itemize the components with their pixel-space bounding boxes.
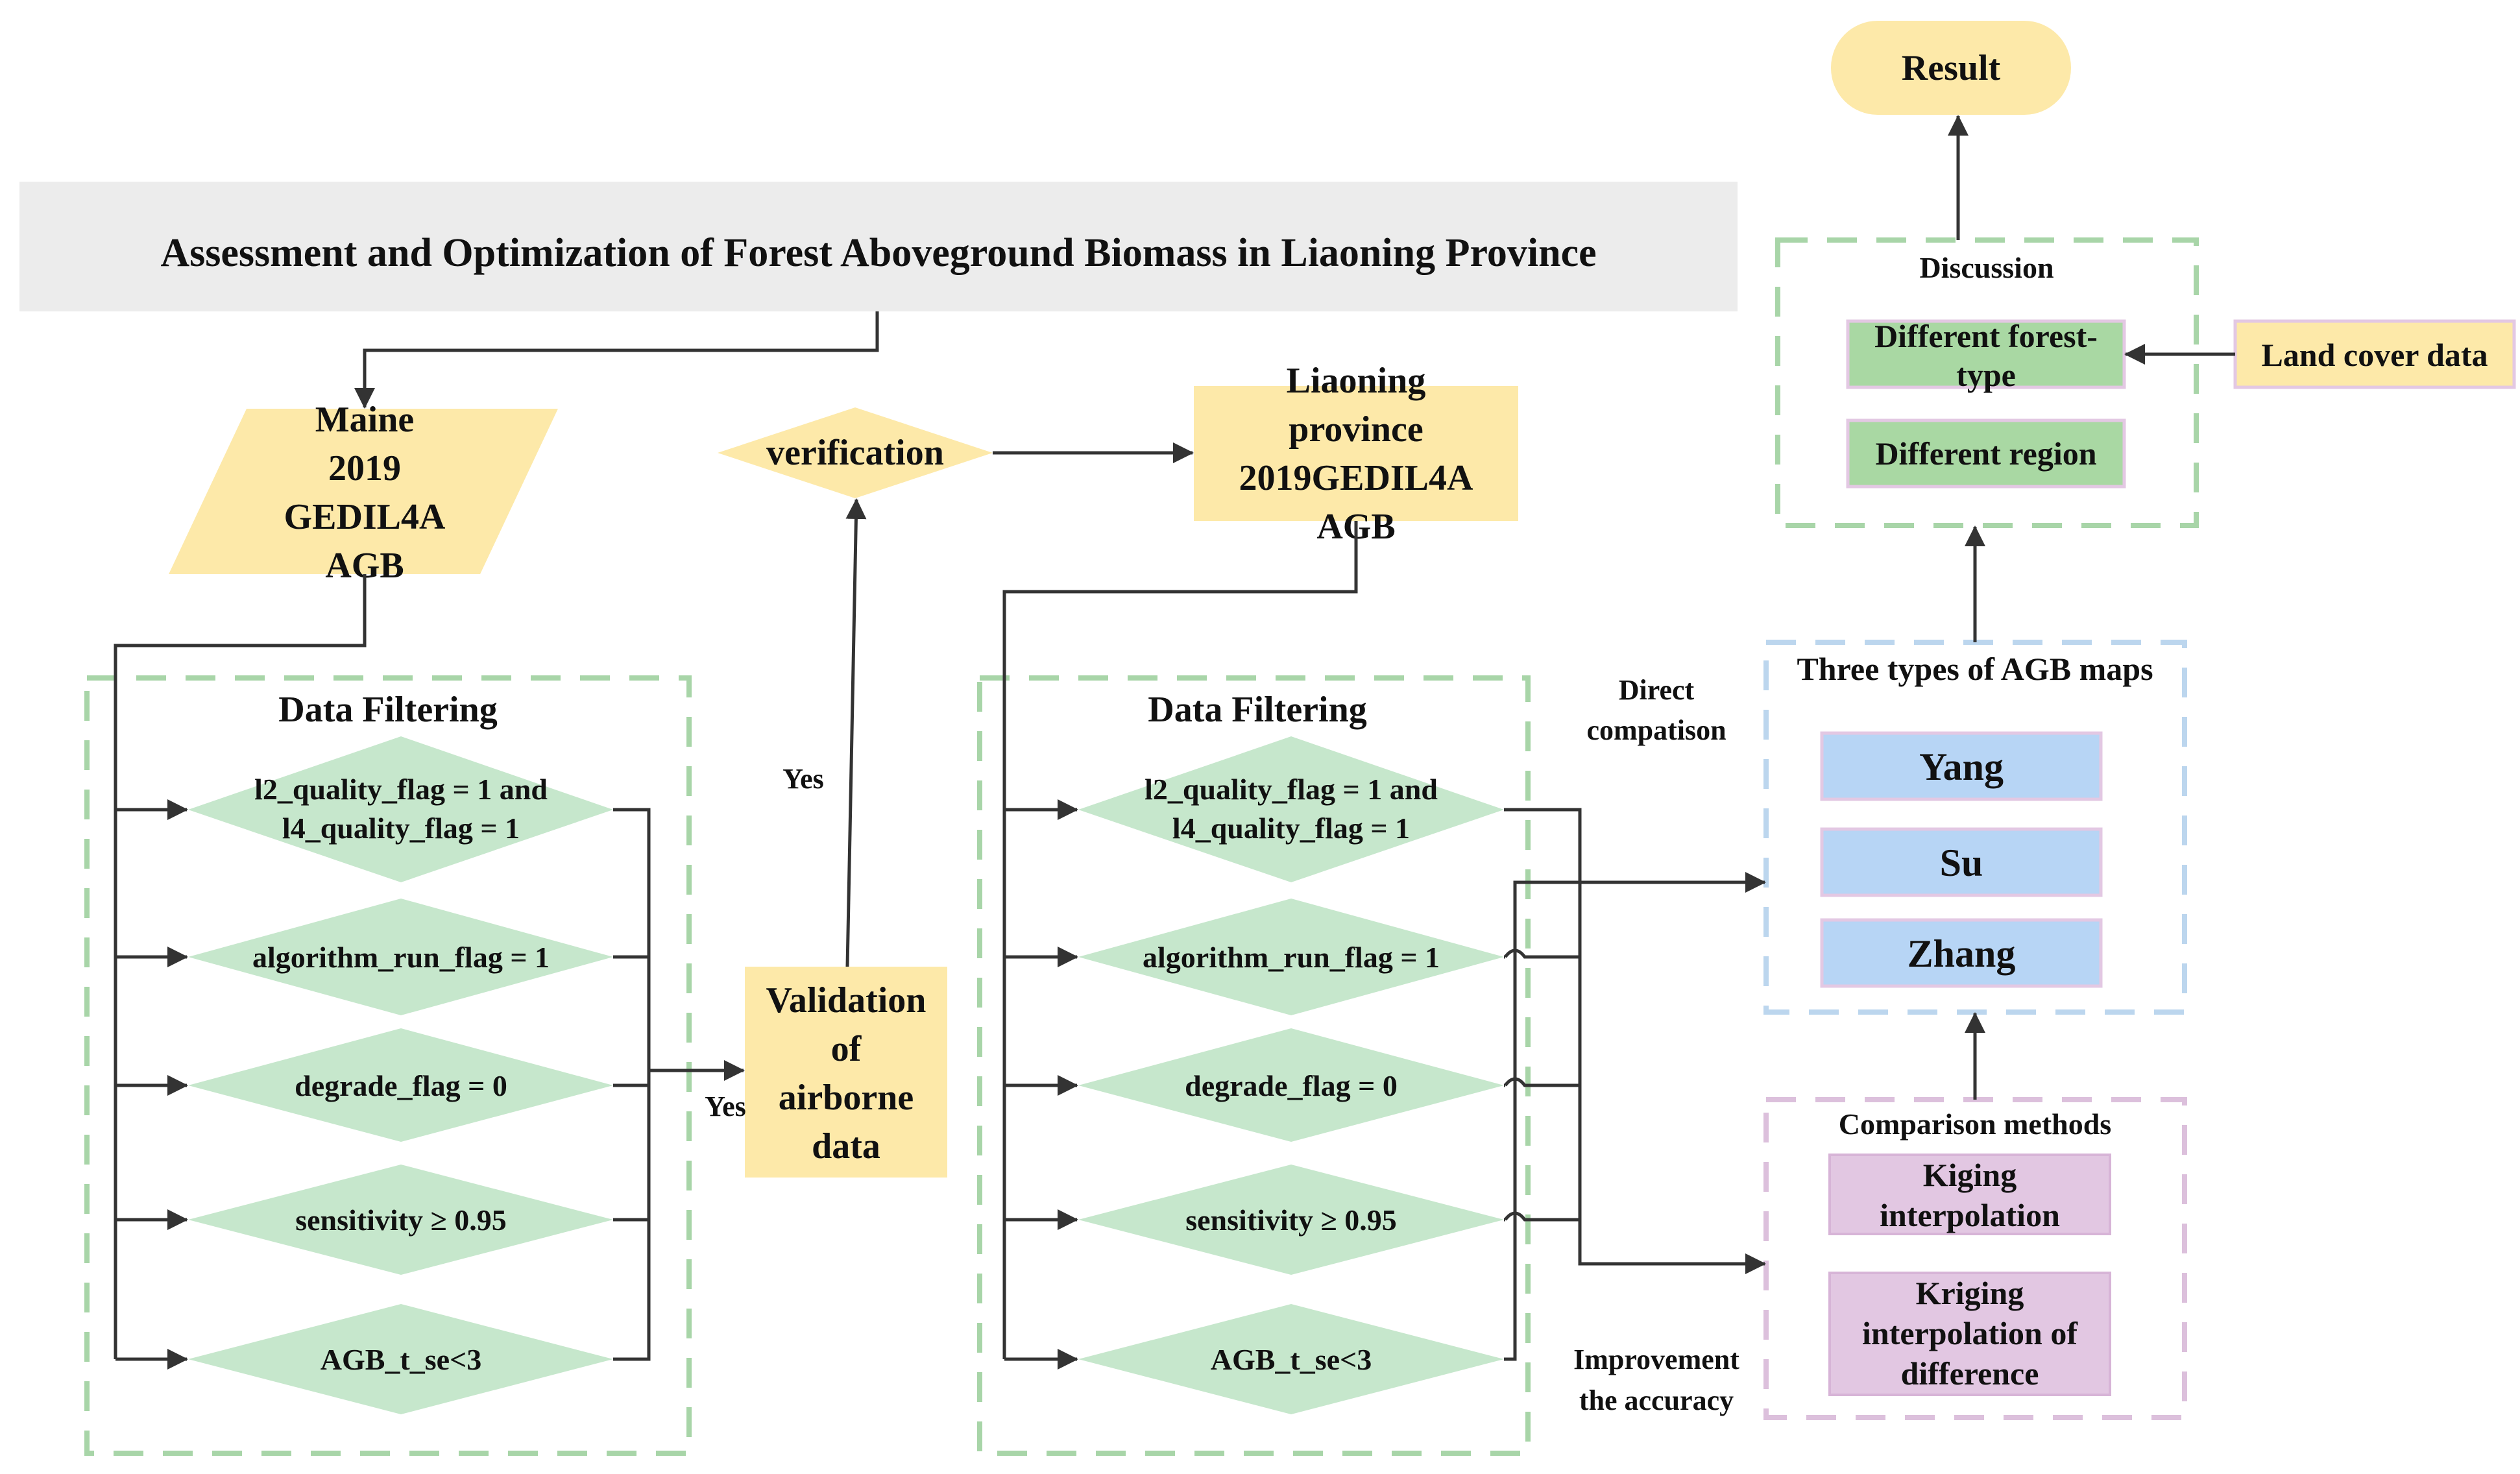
filter-right-algorithm-diamond <box>1078 899 1504 1015</box>
improvement-line-2: the accuracy <box>1579 1384 1734 1416</box>
filter-left-quality-line-2: l4_quality_flag = 1 <box>282 812 520 845</box>
direct-comparison-line-2: compatison <box>1586 714 1726 746</box>
comparison-kriging-line-2: interpolation <box>1880 1197 2060 1233</box>
validation-line-1: Validation <box>766 980 927 1021</box>
discussion-forest-type-line-1: Different forest- <box>1874 318 2098 354</box>
filter-right-degrade-label: degrade_flag = 0 <box>1185 1069 1398 1102</box>
liaoning-line-1: Liaoning <box>1287 361 1426 401</box>
filter-left-agb-diamond <box>188 1304 613 1414</box>
filter-left-degrade-label: degrade_flag = 0 <box>295 1069 507 1102</box>
comparison-kriging-difference-line-2: interpolation of <box>1862 1315 2078 1351</box>
verification-label: verification <box>766 433 944 473</box>
agb-map-zhang <box>1820 918 2103 988</box>
filter-right-degrade-diamond <box>1078 1028 1504 1142</box>
filter-right-agb-label: AGB_t_se<3 <box>1211 1343 1372 1376</box>
filter-right-sensitivity-diamond <box>1078 1165 1504 1275</box>
improvement-line-1: Improvement <box>1573 1344 1739 1375</box>
discussion-title: Discussion <box>1919 251 2054 284</box>
agb-map-yang <box>1820 731 2103 801</box>
filter-left-degrade-diamond <box>188 1028 613 1142</box>
yes-label-upper: Yes <box>782 763 824 795</box>
filter-left-title: Data Filtering <box>278 690 497 730</box>
maine-data-shape <box>169 409 558 574</box>
maine-line-2: 2019 <box>328 448 401 489</box>
land-cover-label: Land cover data <box>2261 337 2488 373</box>
connectors <box>114 115 2235 1370</box>
agb-map-su <box>1820 827 2103 897</box>
comparison-kriging <box>1828 1154 2111 1235</box>
discussion-region-label: Different region <box>1875 435 2096 472</box>
liaoning-data-box <box>1194 386 1518 521</box>
validation-box <box>745 967 947 1178</box>
filter-right-group <box>977 675 1531 1456</box>
verification-diamond <box>718 407 993 498</box>
filter-right-algorithm-label: algorithm_run_flag = 1 <box>1143 941 1440 974</box>
filter-left-agb-label: AGB_t_se<3 <box>321 1343 482 1376</box>
validation-line-2: of <box>831 1029 862 1069</box>
validation-line-4: data <box>812 1126 880 1166</box>
filter-left-sensitivity-label: sensitivity ≥ 0.95 <box>295 1203 507 1237</box>
agb-map-su-label: Su <box>1940 841 1983 884</box>
title-band <box>19 182 1738 311</box>
filter-right-quality-line-1: l2_quality_flag = 1 and <box>1145 773 1438 806</box>
comparison-title: Comparison methods <box>1839 1107 2111 1141</box>
liaoning-line-3: 2019GEDIL4A <box>1239 458 1473 498</box>
yes-label-lower: Yes <box>705 1091 746 1122</box>
filter-right-agb-diamond <box>1078 1304 1504 1414</box>
agb-map-zhang-label: Zhang <box>1908 932 2016 975</box>
comparison-kriging-difference <box>1828 1272 2111 1396</box>
filter-left-quality-diamond <box>188 736 613 882</box>
discussion-forest-type-line-2: type <box>1956 357 2016 393</box>
agb-map-yang-label: Yang <box>1919 745 2004 788</box>
land-cover-box <box>2233 319 2516 389</box>
result-box <box>1831 21 2071 115</box>
filter-right-title: Data Filtering <box>1148 690 1366 730</box>
result-label: Result <box>1902 48 2001 88</box>
agb-maps-title: Three types of AGB maps <box>1797 651 2153 687</box>
comparison-kriging-difference-line-1: Kriging <box>1916 1275 2024 1311</box>
comparison-kriging-line-1: Kiging <box>1923 1157 2017 1193</box>
filter-left-algorithm-label: algorithm_run_flag = 1 <box>252 941 550 974</box>
filter-right-quality-line-2: l4_quality_flag = 1 <box>1172 812 1410 845</box>
diagram-title: Assessment and Optimization of Forest Ab… <box>160 231 1596 275</box>
filter-left-sensitivity-diamond <box>188 1165 613 1275</box>
discussion-forest-type <box>1846 319 2126 389</box>
filter-left-quality-line-1: l2_quality_flag = 1 and <box>254 773 548 806</box>
discussion-region <box>1846 418 2126 489</box>
filter-left-group <box>84 675 692 1456</box>
filter-right-sensitivity-label: sensitivity ≥ 0.95 <box>1185 1203 1397 1237</box>
discussion-group <box>1775 237 2199 528</box>
direct-comparison-line-1: Direct <box>1619 674 1695 706</box>
validation-line-3: airborne <box>779 1078 914 1118</box>
liaoning-line-2: province <box>1289 409 1423 450</box>
comparison-kriging-difference-line-3: difference <box>1901 1355 2039 1392</box>
maine-line-3: GEDIL4A <box>284 497 446 537</box>
filter-left-algorithm-diamond <box>188 899 613 1015</box>
filter-right-quality-diamond <box>1078 736 1504 882</box>
